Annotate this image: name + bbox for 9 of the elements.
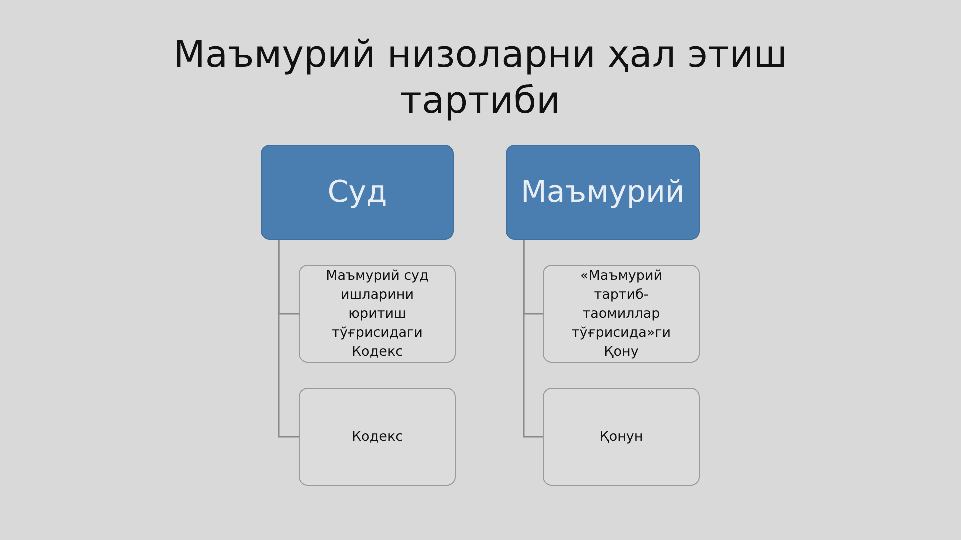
category-box: Маъмурий bbox=[506, 145, 700, 240]
connector-line bbox=[523, 240, 543, 438]
item-box: Маъмурий суд ишларини юритиш тўғрисидаги Кодекс bbox=[299, 265, 456, 363]
item-box: Кодекс bbox=[299, 388, 456, 486]
connector-line bbox=[278, 240, 299, 438]
category-box: Суд bbox=[261, 145, 454, 240]
item-box: Қонун bbox=[543, 388, 700, 486]
title: Маъмурий низоларни ҳал этиш тартиби bbox=[172, 32, 788, 124]
item-box: «Маъмурий тартиб-таомиллар тўғрисида»ги Қону bbox=[543, 265, 700, 363]
